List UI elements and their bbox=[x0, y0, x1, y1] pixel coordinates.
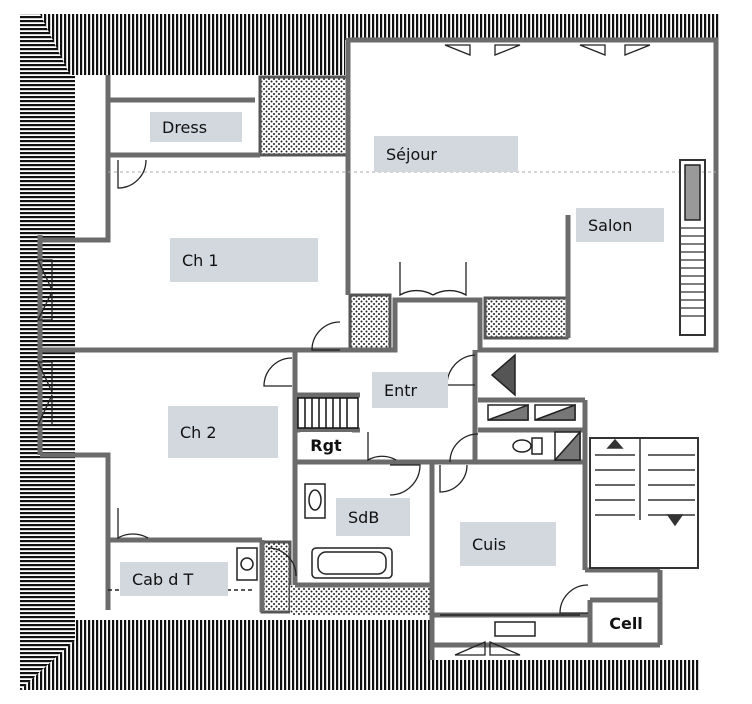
walls bbox=[37, 37, 719, 660]
room-label-cuis: Cuis bbox=[460, 522, 556, 566]
room-label-sdb: SdB bbox=[336, 498, 410, 536]
room-label-cell: Cell bbox=[598, 608, 654, 638]
windows bbox=[36, 44, 651, 656]
room-label-salon: Salon bbox=[576, 208, 664, 242]
room-label-dress: Dress bbox=[150, 112, 242, 142]
room-label-ch2: Ch 2 bbox=[168, 406, 278, 458]
room-label-sejour: Séjour bbox=[374, 136, 518, 172]
doors bbox=[117, 159, 589, 614]
salon-stairs bbox=[680, 227, 705, 317]
fine-details bbox=[108, 159, 716, 616]
room-label-ch1: Ch 1 bbox=[170, 238, 318, 282]
room-label-rgt: Rgt bbox=[300, 432, 352, 458]
fixtures bbox=[236, 353, 581, 637]
rgt-stairs bbox=[297, 397, 359, 429]
common-staircase bbox=[589, 437, 699, 569]
room-label-entr: Entr bbox=[372, 372, 448, 408]
room-label-cabdt: Cab d T bbox=[120, 562, 228, 596]
